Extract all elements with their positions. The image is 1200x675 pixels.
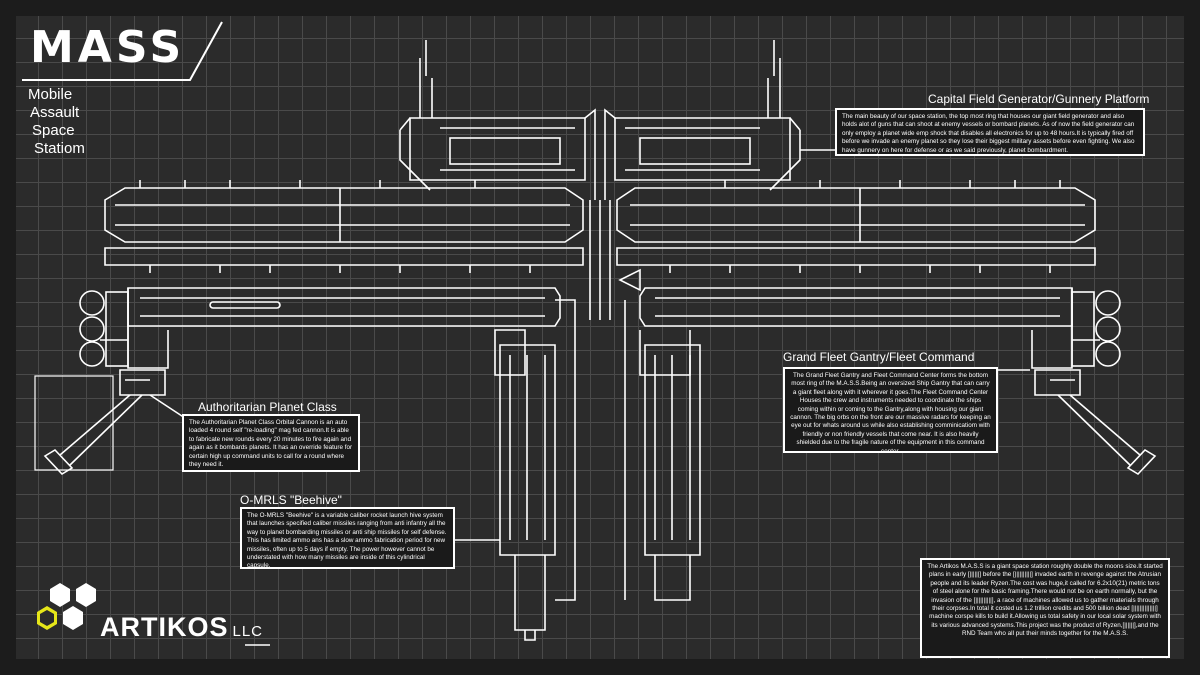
page-title: MASS: [30, 22, 186, 73]
authoritarian-heading: Authoritarian Planet Class: [198, 400, 337, 414]
right-station-half: [604, 40, 1157, 601]
capital-description: The main beauty of our space station, th…: [835, 108, 1145, 156]
title-frame: [22, 21, 223, 81]
brand-suffix: LLC: [232, 623, 264, 640]
left-station-half: [34, 40, 601, 641]
leader-authoritarian: [149, 394, 186, 419]
beehive-description: The O-MRLS "Beehive" is a variable calib…: [240, 507, 455, 569]
authoritarian-description: The Authoritarian Planet Class Orbital C…: [182, 414, 360, 472]
subtitle-line-4: Statiom: [34, 140, 85, 157]
capital-heading: Capital Field Generator/Gunnery Platform: [928, 92, 1150, 106]
hexagon-cluster-icon: [37, 583, 96, 630]
gantry-description: The Grand Fleet Gantry and Fleet Command…: [783, 367, 998, 455]
subtitle-line-3: Space: [32, 122, 75, 139]
gantry-heading: Grand Fleet Gantry/Fleet Command: [783, 350, 975, 364]
subtitle-line-2: Assault: [30, 104, 80, 121]
subtitle-line-1: Mobile: [28, 86, 73, 103]
artikos-description: The Artikos M.A.S.S is a giant space sta…: [920, 558, 1170, 658]
brand-name: ARTIKOS: [100, 612, 229, 642]
beehive-heading: O-MRLS "Beehive": [240, 493, 342, 507]
